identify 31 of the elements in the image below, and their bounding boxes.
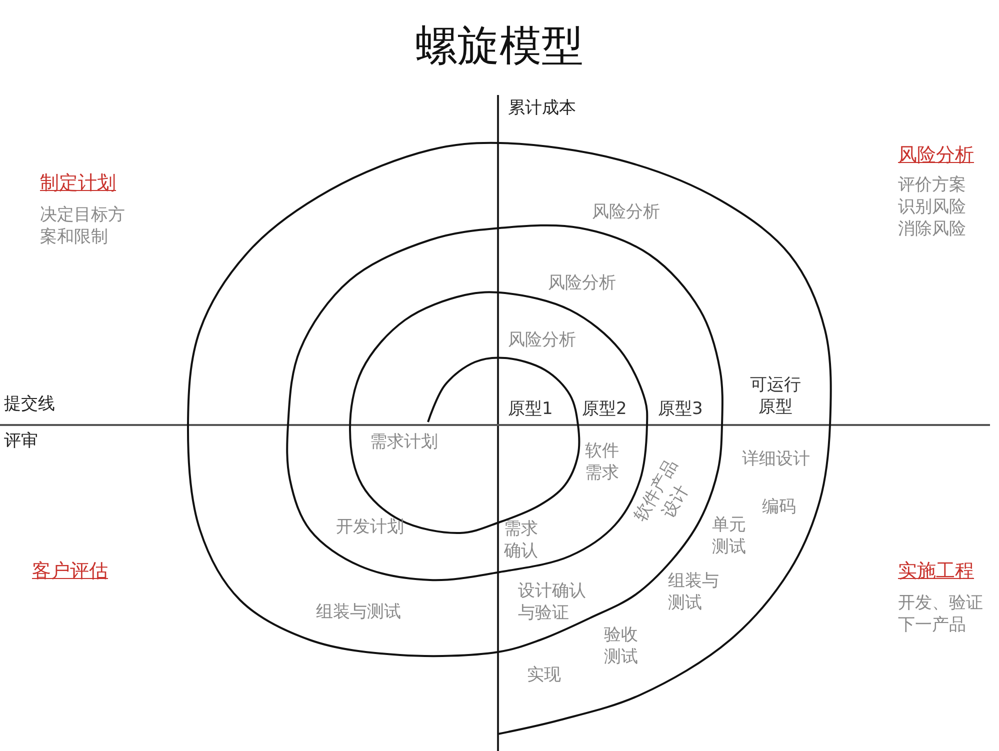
phase-label: 软件产品设计: [630, 456, 694, 527]
phase-label: 评价方案识别风险消除风险: [898, 174, 966, 240]
prototype-label: 原型2: [582, 398, 627, 421]
quadrant-heading: 风险分析: [898, 143, 974, 168]
phase-label: 详细设计: [742, 448, 810, 471]
phase-label: 单元测试: [712, 514, 746, 558]
phase-label: 验收测试: [604, 624, 638, 668]
title: 螺旋模型: [414, 20, 584, 72]
prototype-label: 可运行原型: [750, 374, 801, 418]
axis-label: 提交线: [4, 393, 55, 416]
phase-label: 编码: [762, 496, 796, 519]
phase-label: 软件需求: [585, 440, 619, 484]
axis-label: 评审: [4, 430, 38, 453]
phase-label: 风险分析: [592, 201, 660, 224]
phase-label: 组装与测试: [668, 570, 719, 614]
quadrant-heading: 实施工程: [898, 559, 974, 584]
quadrant-heading: 客户评估: [32, 559, 108, 584]
phase-label: 风险分析: [508, 329, 576, 352]
prototype-label: 原型3: [658, 398, 703, 421]
phase-label: 需求计划: [370, 431, 438, 454]
phase-label: 组装与测试: [316, 601, 401, 624]
quadrant-heading: 制定计划: [40, 171, 116, 196]
prototype-label: 原型1: [508, 398, 553, 421]
phase-label: 开发、验证下一产品: [898, 592, 983, 636]
phase-label: 设计确认与验证: [518, 580, 586, 624]
phase-label: 决定目标方案和限制: [40, 204, 125, 248]
phase-label: 实现: [527, 664, 561, 687]
phase-label: 开发计划: [336, 516, 404, 539]
phase-label: 需求确认: [504, 518, 538, 562]
axis-label: 累计成本: [508, 97, 576, 120]
phase-label: 风险分析: [548, 272, 616, 295]
